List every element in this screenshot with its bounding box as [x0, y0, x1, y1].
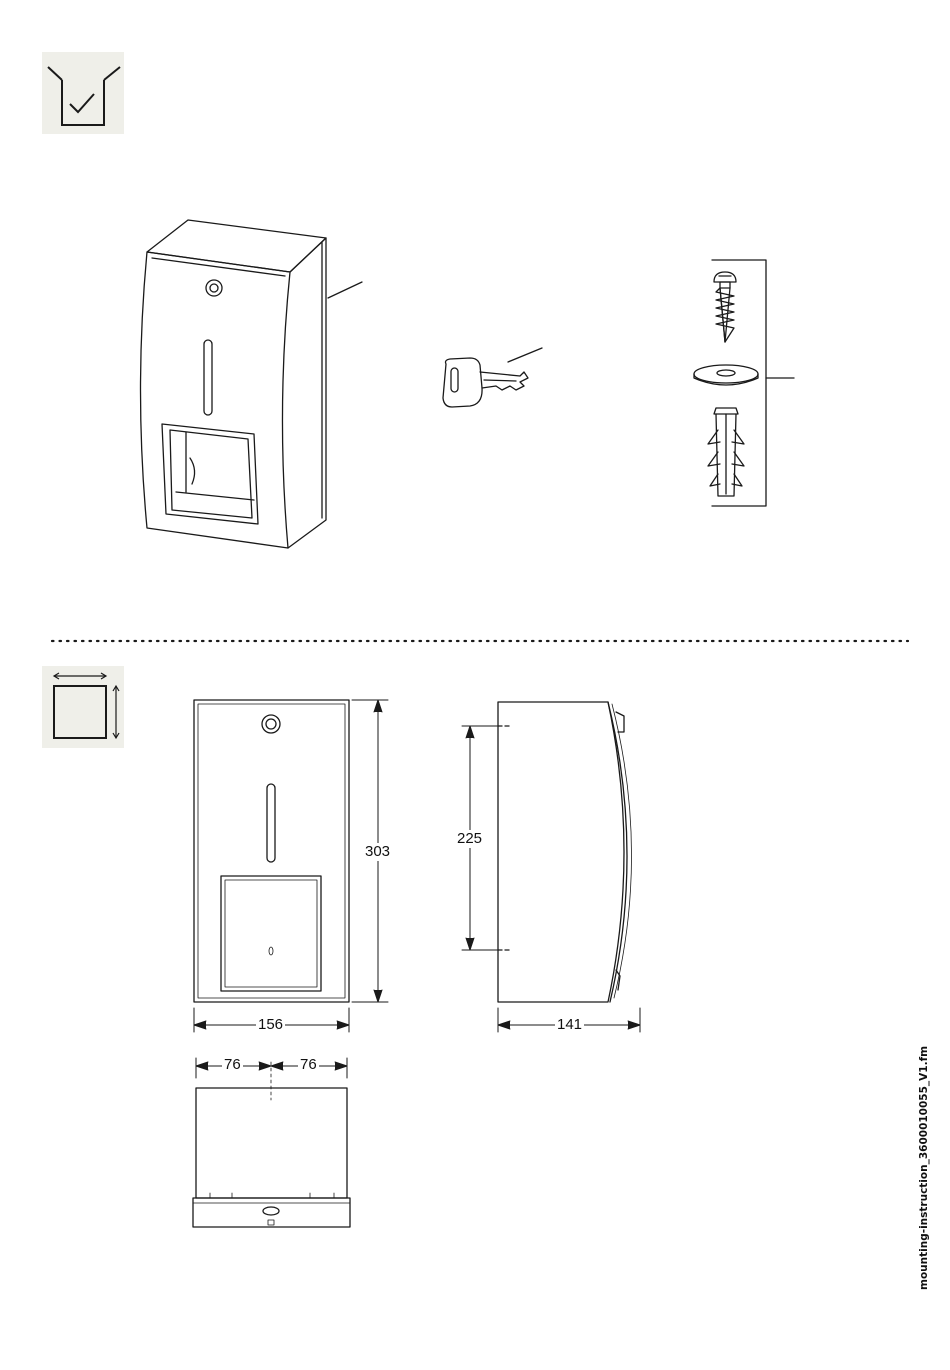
- half-width-dimension-lines: [196, 1058, 347, 1078]
- wall-plug-icon: [708, 408, 744, 496]
- height-dimension-label: 303: [363, 843, 392, 861]
- file-name-label: mounting-instruction_3600010055_V1.fm: [918, 1046, 930, 1290]
- fixing-distance-label: 225: [455, 830, 484, 848]
- half-width-right-label: 76: [298, 1056, 319, 1074]
- washer-icon: [694, 365, 758, 385]
- screw-icon: [714, 272, 736, 342]
- dispenser-isometric-view: [141, 220, 363, 548]
- front-view-drawing: [194, 700, 349, 1002]
- depth-dimension-label: 141: [555, 1016, 584, 1034]
- top-view-drawing: [193, 1062, 350, 1227]
- side-view-drawing: [498, 702, 632, 1002]
- key-icon: [443, 348, 542, 407]
- width-dimension-label: 156: [256, 1016, 285, 1034]
- dimensions-icon-box: [42, 666, 124, 748]
- viewing-slot: [204, 340, 212, 415]
- lock-cylinder: [206, 280, 222, 296]
- dimensions-icon: [42, 666, 124, 748]
- half-width-left-label: 76: [222, 1056, 243, 1074]
